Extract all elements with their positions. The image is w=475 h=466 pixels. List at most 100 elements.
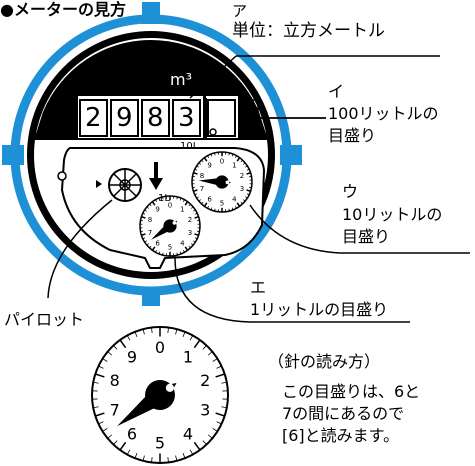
dial-tick: [193, 209, 196, 212]
dial-tick: [134, 331, 138, 337]
dial-tick: [234, 155, 237, 159]
dial-number: 4: [232, 196, 237, 204]
dial-tick: [201, 201, 204, 205]
dial-hub-hole: [172, 221, 177, 225]
explanation-line: この目盛りは、6と: [282, 382, 421, 401]
label-i-letter: イ: [328, 82, 345, 101]
dial-number: 3: [200, 400, 210, 419]
dial-number: 1: [232, 162, 236, 170]
dial-tick: [207, 351, 213, 356]
dial-tick: [155, 199, 158, 203]
dial-tick: [126, 335, 131, 341]
dial-tick: [236, 157, 241, 162]
label-a-text: 単位：立方メートル: [232, 21, 385, 41]
dial-tick: [207, 155, 210, 159]
dial-tick: [158, 251, 161, 255]
dial-tick: [141, 233, 146, 236]
dial-tick: [95, 373, 105, 378]
dial-tick: [221, 381, 227, 384]
dial-number: 6: [155, 240, 160, 248]
dial-tick: [146, 243, 149, 246]
dial-number: 2: [240, 172, 244, 180]
dial-tick: [176, 252, 178, 256]
dial-tick: [193, 240, 196, 243]
dial-tick: [119, 441, 127, 451]
dial-number: 2: [188, 216, 192, 224]
dial-tick: [214, 208, 216, 212]
label-i-line1: 100リットルの: [328, 104, 439, 123]
dial-tick: [93, 406, 99, 409]
dial-10l-label: 10L: [180, 141, 199, 152]
label-i-line2: 目盛り: [328, 126, 377, 145]
dial-number: 0: [168, 202, 172, 210]
explanation-line: 7の間にあるので: [282, 404, 405, 423]
dial-tick: [191, 206, 194, 209]
dial-number: 2: [200, 371, 210, 390]
label-a-letter: ア: [232, 2, 248, 20]
dial-tick: [228, 152, 230, 156]
dial-tick: [196, 196, 199, 199]
dial-tick: [193, 441, 201, 451]
dial-number: 9: [207, 162, 211, 170]
dial-tick: [162, 196, 164, 200]
explanation-line: [6]と読みます。: [282, 426, 400, 445]
dial-tick: [210, 207, 213, 211]
dial-tick: [189, 335, 194, 341]
dial-tick: [198, 199, 201, 202]
dial-tick: [151, 246, 156, 251]
dial-tick: [98, 365, 104, 369]
label-e-letter: エ: [250, 278, 267, 297]
dial-tick: [93, 381, 99, 384]
dial-tick: [175, 455, 178, 461]
dial-number: 3: [188, 229, 192, 237]
counter-digit: 9: [116, 103, 133, 133]
dial-tick: [182, 249, 185, 253]
dial-tick: [214, 152, 216, 156]
dial-tick: [182, 331, 186, 337]
dial-tick: [182, 199, 185, 203]
dial-tick: [119, 339, 127, 349]
dial-tick: [189, 449, 194, 455]
dial-tick: [212, 428, 218, 432]
dial-tick: [216, 421, 222, 425]
dial-tick: [246, 193, 250, 196]
dial-tick: [221, 406, 227, 409]
dial-tick: [193, 172, 198, 175]
dial-tick: [175, 329, 178, 335]
dial-hub-hole: [225, 180, 230, 185]
dial-tick: [151, 201, 156, 206]
label-u-letter: ウ: [342, 182, 359, 201]
explanation-heading: （針の読み方）: [268, 352, 381, 371]
dial-tick: [149, 203, 152, 207]
dial-number: 5: [220, 200, 224, 208]
dial-tick: [95, 412, 105, 417]
dial-number: 8: [148, 216, 152, 224]
leader-lines: [47, 55, 470, 323]
page-title: ●メーターの見方: [0, 0, 126, 19]
dial-tick: [201, 159, 204, 163]
dial-tick: [246, 168, 250, 171]
meter-rim: [10, 14, 292, 296]
dial-tick: [144, 240, 147, 243]
unit-symbol: m³: [170, 70, 192, 89]
dial-tick: [102, 428, 108, 432]
dial-tick: [102, 358, 108, 362]
dial-tick: [113, 345, 118, 350]
dial-tick: [245, 196, 248, 199]
dial-tick: [151, 457, 153, 463]
dial-tick: [231, 207, 234, 211]
dial-tick: [98, 421, 104, 425]
dial-tick: [142, 212, 146, 215]
dial-tick: [194, 216, 199, 219]
pilot-label: パイロット: [4, 310, 85, 329]
dial-tick: [188, 203, 191, 207]
dial-tick: [194, 233, 199, 236]
dial-tick: [144, 209, 147, 212]
counter-digit: 3: [178, 103, 195, 133]
dial-number: 6: [127, 424, 137, 443]
dial-tick: [167, 457, 169, 463]
dial-tick: [215, 412, 225, 417]
